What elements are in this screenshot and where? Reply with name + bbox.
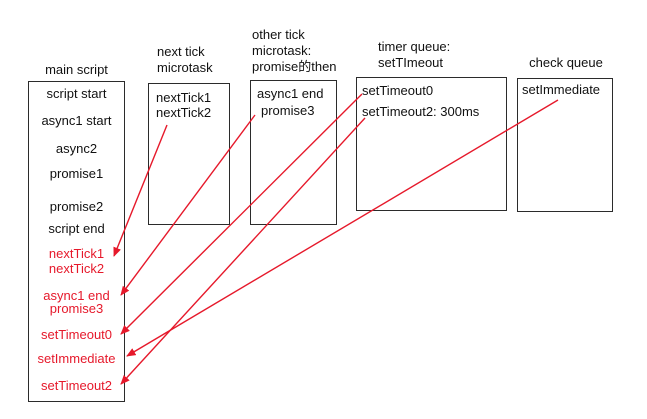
main-item-promise2: promise2 [49, 199, 104, 214]
main-item-promise1: promise1 [49, 166, 104, 181]
main-item-promise3: promise3 [49, 301, 104, 316]
other-tick-queue-title-line2: microtask: [252, 43, 312, 58]
main-item-settimeout2: setTimeout2 [40, 378, 113, 393]
next-tick-queue-title-line2: microtask [157, 60, 213, 75]
timer-item-settimeout2: setTimeout2: 300ms [362, 104, 480, 119]
other-tick-queue-box: async1 end promise3 [250, 80, 337, 225]
other-tick-queue-title-line1: other tick [252, 27, 305, 42]
timer-queue-title-line1: timer queue: [378, 39, 451, 54]
check-queue-box: setImmediate [517, 78, 613, 212]
main-item-async1-start: async1 start [41, 113, 112, 128]
next-tick-queue-title: next tick microtask [157, 44, 213, 76]
other-tick-queue-title-line3: promise的then [252, 59, 337, 74]
other-tick-item-promise3: promise3 [261, 103, 315, 118]
main-item-script-start: script start [46, 86, 107, 101]
main-item-setimmediate: setImmediate [37, 351, 116, 366]
check-item-setimmediate: setImmediate [522, 82, 601, 97]
check-queue-title: check queue [529, 55, 603, 70]
other-tick-queue-title: other tick microtask: promise的then [252, 27, 337, 75]
next-tick-queue-title-line1: next tick [157, 44, 205, 59]
other-tick-item-async1-end: async1 end [257, 86, 324, 101]
timer-queue-box: setTimeout0 setTimeout2: 300ms [356, 77, 507, 211]
main-item-settimeout0: setTimeout0 [40, 327, 113, 342]
main-item-async1-end: async1 end [43, 288, 110, 303]
main-item-async2: async2 [55, 141, 98, 156]
next-tick-queue-box: nextTick1 nextTick2 [148, 83, 230, 225]
next-tick-item-nexttick1: nextTick1 [156, 90, 212, 105]
main-script-title: main script [45, 62, 108, 77]
timer-queue-title-line2: setTImeout [378, 55, 444, 70]
main-item-nexttick2: nextTick2 [48, 261, 105, 276]
main-item-script-end: script end [48, 221, 105, 236]
main-script-box: script start async1 start async2 promise… [28, 81, 125, 402]
main-item-nexttick1: nextTick1 [48, 246, 105, 261]
timer-queue-title: timer queue: setTImeout [378, 39, 450, 71]
next-tick-item-nexttick2: nextTick2 [156, 105, 212, 120]
timer-item-settimeout0: setTimeout0 [362, 83, 434, 98]
